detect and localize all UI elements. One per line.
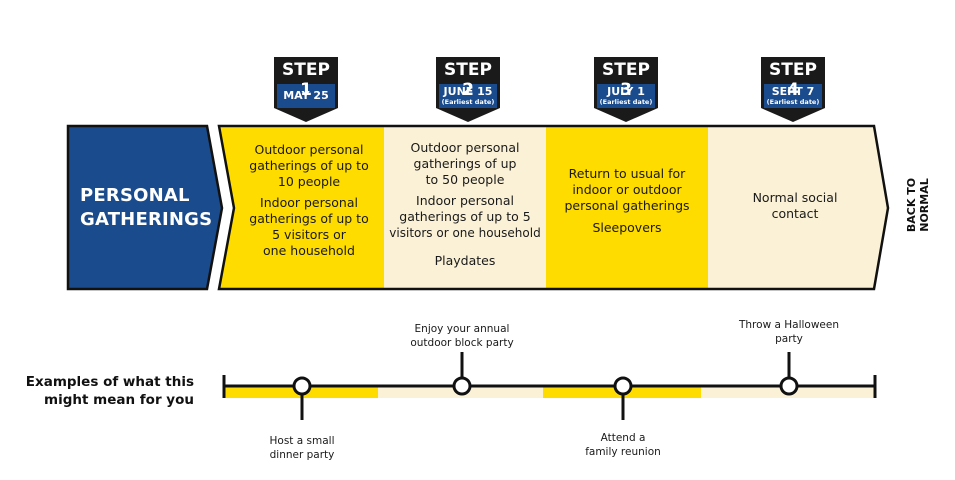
phase-1-line: 5 visitors or <box>272 227 346 242</box>
event-label-line: outdoor block party <box>410 337 514 349</box>
event-marker-1 <box>292 376 312 396</box>
back-to-normal-label: BACK TO NORMAL <box>905 165 935 245</box>
phase-panel-3 <box>546 126 708 289</box>
examples-line-1: Examples of what this <box>25 374 194 390</box>
phase-1-line: gatherings of up to <box>249 158 369 173</box>
step-1-date: MAY 25 <box>283 89 329 102</box>
header-arrow <box>66 124 224 291</box>
phase-4-line: contact <box>771 206 819 221</box>
event-label-line: Attend a <box>600 432 646 444</box>
step-4-note: (Earliest date) <box>766 98 820 106</box>
step-3-date-label: JULY 1 (Earliest date) <box>597 85 655 107</box>
step-badge-3-date-bg <box>597 84 655 108</box>
phase-panel-4 <box>708 126 888 289</box>
phase-3-line: personal gatherings <box>564 198 690 213</box>
event-label-line: family reunion <box>585 446 661 458</box>
event-marker-3 <box>613 376 633 396</box>
back-to-normal-line-2: NORMAL <box>918 178 931 232</box>
step-4-date: SEPT 7 <box>771 85 815 98</box>
event-label-dinner-party: Host a small dinner party <box>232 434 372 462</box>
phase-4-text: Normal social contact <box>715 190 875 222</box>
phase-panel-1 <box>219 126 384 289</box>
phase-3-line: Return to usual for <box>568 166 686 181</box>
event-marker-2 <box>452 376 472 396</box>
step-2-date-label: JUNE 15 (Earliest date) <box>439 85 497 107</box>
phase-2-line: visitors or one household <box>389 226 541 240</box>
step-3-note: (Earliest date) <box>599 98 653 106</box>
header-title-line-1: PERSONAL <box>80 185 190 206</box>
step-3-label: STEP 3 <box>594 60 658 100</box>
step-badge-2-date-bg <box>439 84 497 108</box>
header-title: PERSONAL GATHERINGS <box>80 184 213 232</box>
examples-label: Examples of what this might mean for you <box>8 373 194 409</box>
step-2-date: JUNE 15 <box>443 85 493 98</box>
event-label-line: Enjoy your annual <box>414 323 510 335</box>
phase-2-line: Indoor personal <box>416 193 514 208</box>
step-3-date: JULY 1 <box>607 85 645 98</box>
step-1-date-label: MAY 25 <box>277 90 335 102</box>
step-3-title: STEP 3 <box>602 60 650 100</box>
back-to-normal-line-1: BACK TO <box>905 177 918 233</box>
event-label-halloween: Throw a Halloween party <box>719 318 859 346</box>
phase-2-line: Outdoor personal <box>410 140 520 155</box>
step-4-label: STEP 4 <box>761 60 825 100</box>
phase-panel-2 <box>384 126 546 289</box>
phase-1-line: Indoor personal <box>260 195 358 210</box>
step-badge-4-date-bg <box>764 84 822 108</box>
step-4-date-label: SEPT 7 (Earliest date) <box>764 85 822 107</box>
phase-3-line: indoor or outdoor <box>572 182 682 197</box>
header-title-line-2: GATHERINGS <box>80 209 213 230</box>
event-label-block-party: Enjoy your annual outdoor block party <box>392 322 532 350</box>
phase-1-text: Outdoor personal gatherings of up to 10 … <box>236 142 382 259</box>
step-2-note: (Earliest date) <box>441 98 495 106</box>
phase-3-text: Return to usual for indoor or outdoor pe… <box>548 166 706 236</box>
examples-line-2: might mean for you <box>44 392 194 408</box>
step-2-title: STEP 2 <box>444 60 492 100</box>
step-badge-1-date-bg <box>277 84 335 108</box>
phase-3-line: Sleepovers <box>592 220 662 235</box>
phase-2-spacer <box>386 241 544 253</box>
phase-2-line: gatherings of up <box>413 156 517 171</box>
timeline-arrow-outline <box>217 124 890 291</box>
phase-1-line: gatherings of up to <box>249 211 369 226</box>
step-1-label: STEP 1 <box>274 60 338 100</box>
phase-2-text: Outdoor personal gatherings of up to 50 … <box>386 140 544 269</box>
event-label-family-reunion: Attend a family reunion <box>553 431 693 459</box>
phase-2-line: gatherings of up to 5 <box>399 209 531 224</box>
event-label-line: dinner party <box>269 449 335 461</box>
event-label-line: Host a small <box>269 435 335 447</box>
phase-1-line: one household <box>263 243 355 258</box>
step-2-label: STEP 2 <box>436 60 500 100</box>
step-4-title: STEP 4 <box>769 60 817 100</box>
event-marker-4 <box>779 376 799 396</box>
phase-1-line: Outdoor personal <box>254 142 364 157</box>
event-label-line: party <box>775 333 803 345</box>
phase-2-line: Playdates <box>434 253 496 268</box>
event-label-line: Throw a Halloween <box>738 319 840 331</box>
phase-1-line: 10 people <box>277 174 341 189</box>
step-1-title: STEP 1 <box>282 60 330 100</box>
phase-4-line: Normal social <box>752 190 838 205</box>
phase-2-line: to 50 people <box>425 172 505 187</box>
